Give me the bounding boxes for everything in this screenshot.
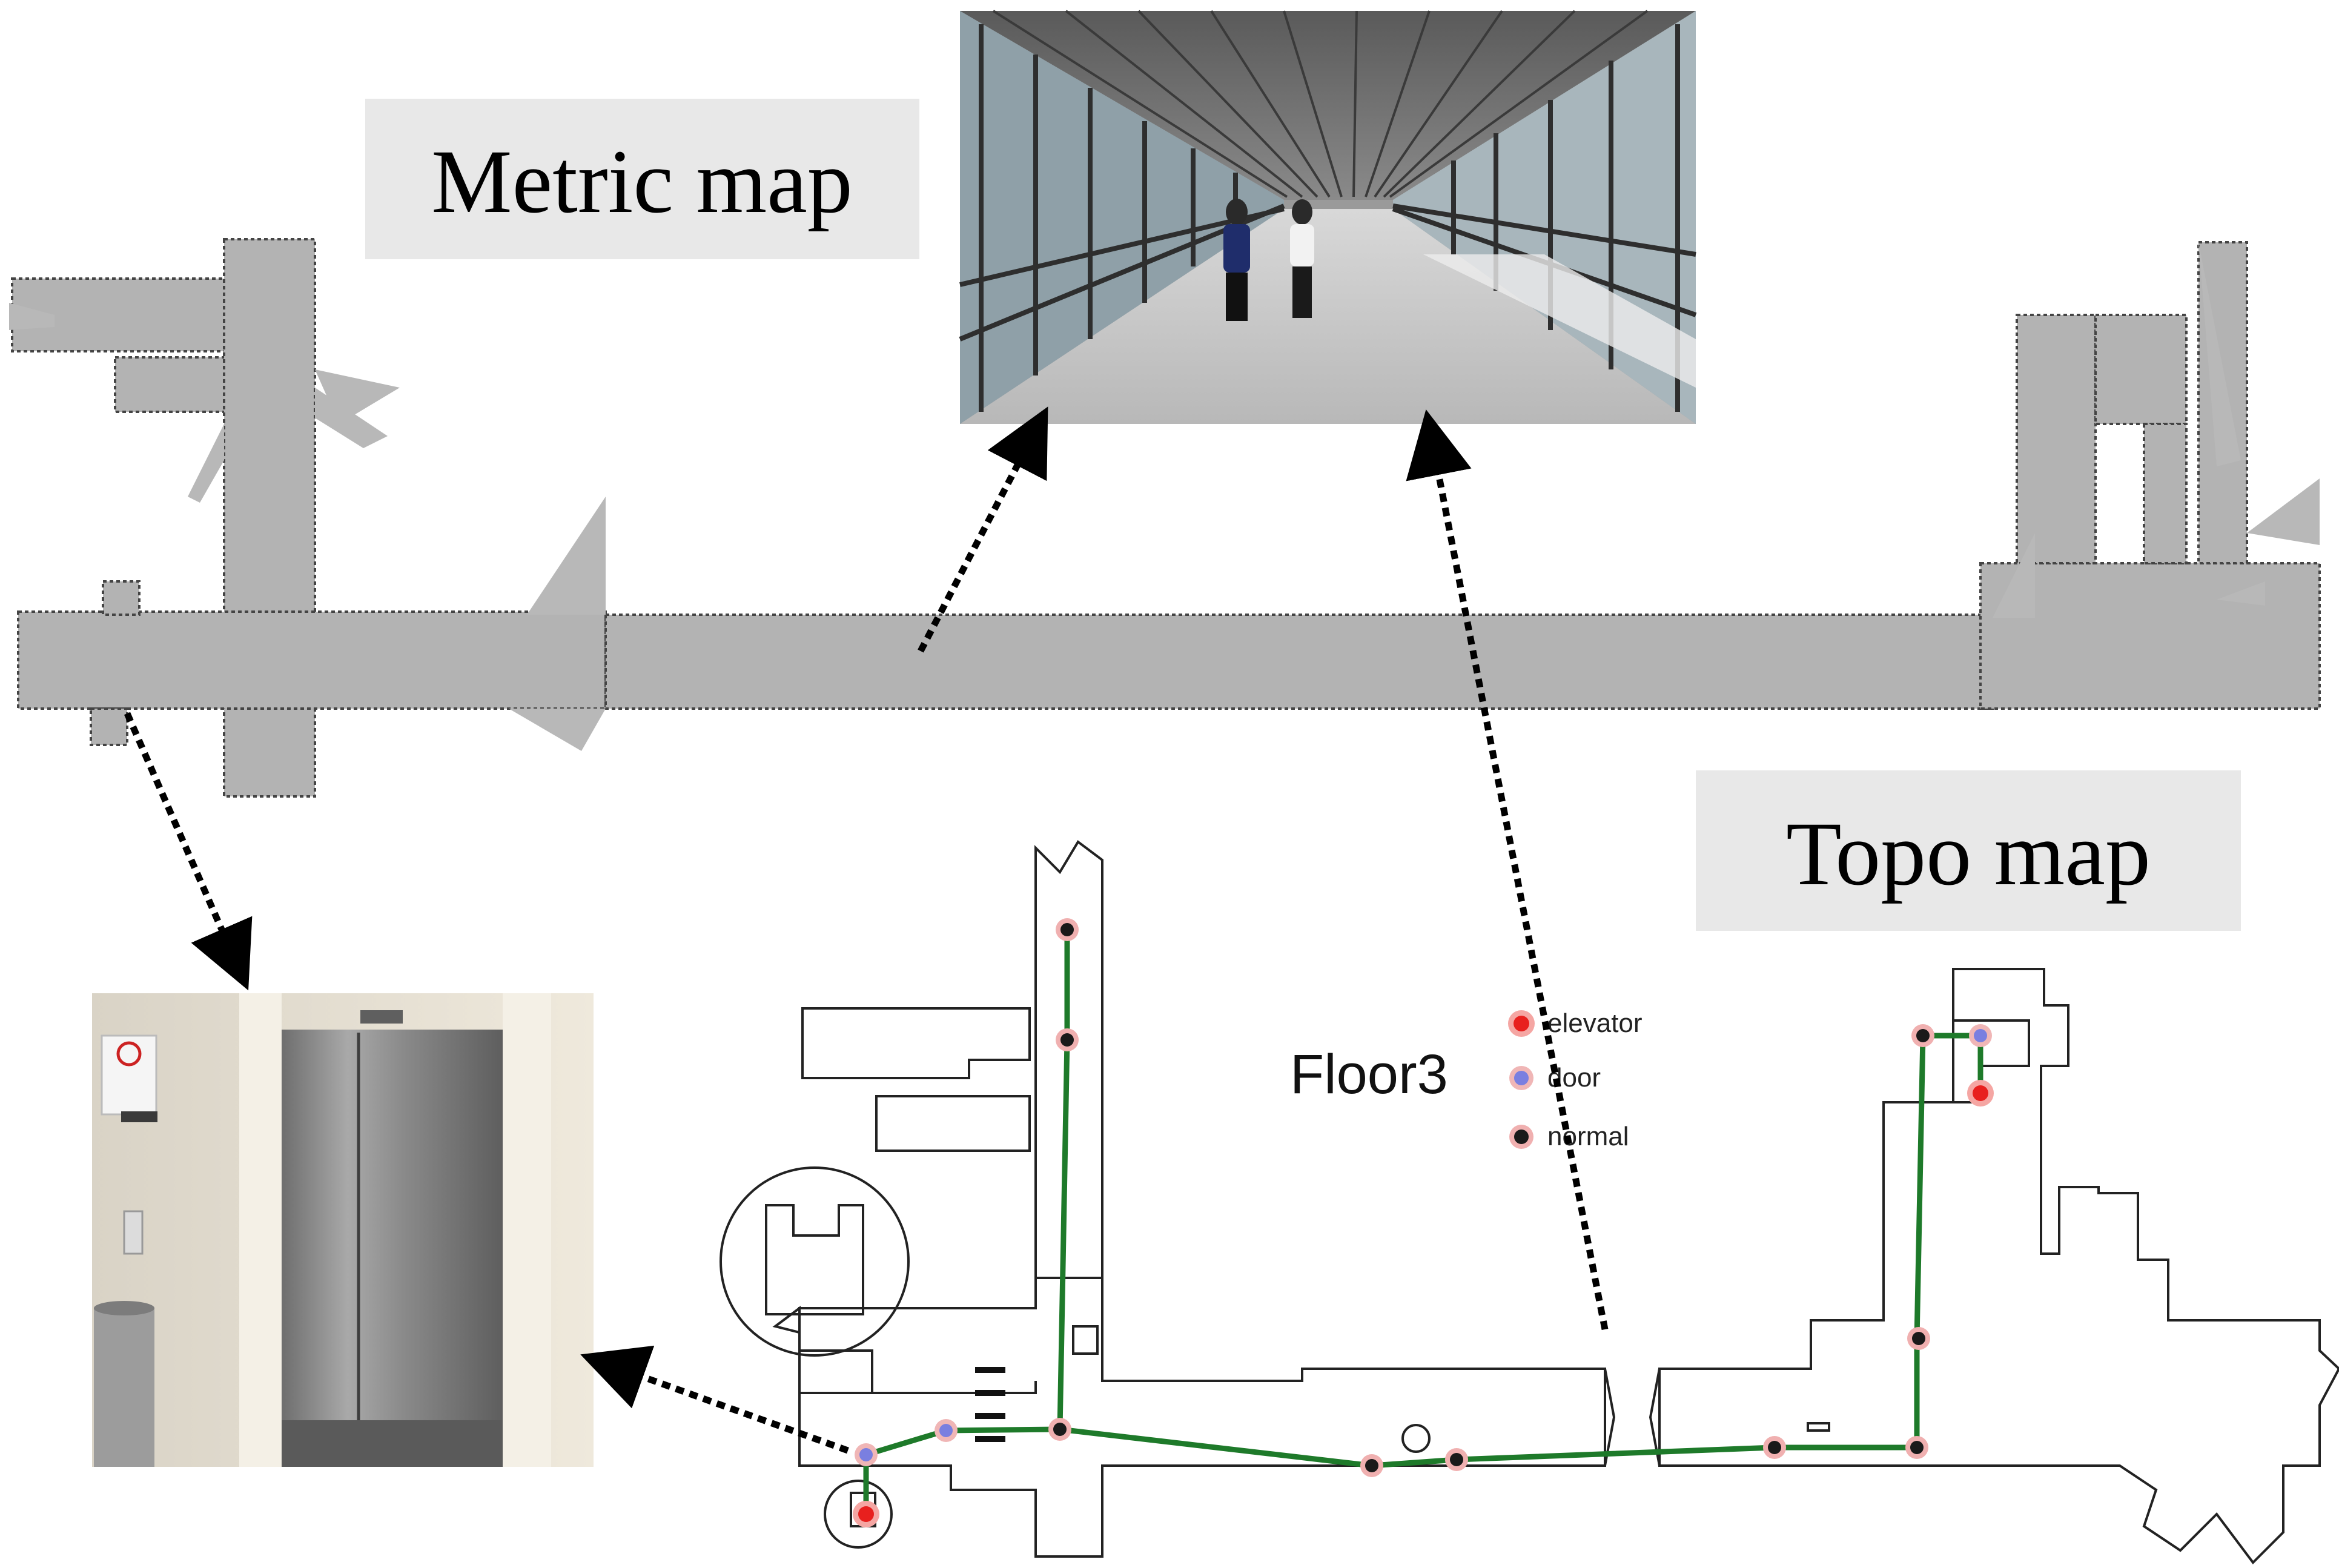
corridor-ceiling xyxy=(960,11,1696,200)
arrow-topo-to-corridor xyxy=(1406,409,1609,1331)
legend-elevator-label: elevator xyxy=(1547,1008,1643,1038)
corridor-sunlight xyxy=(1423,254,1696,388)
topo-room-2 xyxy=(875,1095,1031,1152)
node-normal xyxy=(1911,1024,1934,1047)
no-smoking-icon xyxy=(116,1041,142,1067)
no-smoking-sign xyxy=(101,1034,157,1116)
streak xyxy=(2217,581,2265,606)
elevator-doors xyxy=(282,1030,503,1423)
metric-right-vertical xyxy=(2016,314,2097,564)
path-upper xyxy=(1057,930,1070,1430)
metric-map-title-box xyxy=(365,99,919,259)
metric-right-room xyxy=(2143,423,2188,564)
metric-elevator-nook xyxy=(90,707,128,746)
elevator-indicator xyxy=(360,1010,403,1024)
node-door xyxy=(855,1443,878,1466)
streak xyxy=(2198,242,2241,466)
trash-bin xyxy=(94,1308,154,1467)
streak xyxy=(315,388,388,448)
path-main xyxy=(863,1033,1983,1514)
streak xyxy=(527,497,606,615)
node-elevator xyxy=(1967,1080,1994,1107)
topo-stairs xyxy=(975,1367,1005,1442)
node-normal xyxy=(1763,1436,1786,1459)
corridor-floor xyxy=(960,209,1696,424)
topo-gap-left xyxy=(1604,1368,1616,1466)
topo-nodes xyxy=(853,918,1994,1527)
legend: elevator door normal xyxy=(1508,1008,1643,1151)
topo-upper-corridor xyxy=(1034,840,1103,1278)
pedestrian-1 xyxy=(1223,199,1250,321)
topo-map-title: Topo map xyxy=(1786,804,2151,904)
elevator-pillar-right xyxy=(503,993,551,1467)
node-normal xyxy=(1056,918,1079,941)
elevator-photo xyxy=(92,993,594,1467)
topo-small-room xyxy=(1072,1325,1099,1355)
topo-elevator-circle xyxy=(824,1480,893,1549)
legend-normal-dot xyxy=(1514,1130,1529,1144)
streak xyxy=(188,424,224,503)
legend-item-normal: normal xyxy=(1509,1122,1629,1151)
topo-right-wing xyxy=(1658,968,2339,1565)
node-normal xyxy=(1445,1448,1468,1471)
node-normal xyxy=(1360,1454,1383,1477)
call-button-panel xyxy=(123,1210,144,1255)
corridor-ceiling-slats xyxy=(992,10,1649,198)
metric-right-room-top xyxy=(2094,314,2188,425)
streak xyxy=(9,303,55,330)
arrows xyxy=(124,406,1609,1454)
floor-label: Floor3 xyxy=(1290,1044,1448,1105)
topo-room-1 xyxy=(801,1007,1031,1079)
node-door xyxy=(935,1419,958,1442)
corridor-photo xyxy=(959,10,1697,424)
legend-door-dot xyxy=(1514,1071,1529,1085)
corridor-left-windows xyxy=(960,11,1284,424)
streak xyxy=(2247,478,2320,545)
topo-zoom-room xyxy=(765,1204,864,1315)
arrow-topo-to-elevator xyxy=(580,1345,849,1454)
streak xyxy=(1993,533,2035,618)
metric-laser-streaks xyxy=(9,242,2320,751)
elevator-pillar-left xyxy=(239,993,282,1467)
node-door xyxy=(1969,1024,1992,1047)
legend-item-elevator: elevator xyxy=(1508,1008,1643,1038)
pedestrian-2 xyxy=(1290,199,1314,318)
metric-map-title: Metric map xyxy=(431,131,853,232)
sign-plate xyxy=(121,1111,157,1122)
node-elevator xyxy=(853,1501,879,1527)
legend-elevator-dot xyxy=(1514,1016,1529,1031)
metric-skybridge xyxy=(604,614,1994,710)
topo-zoom-circle xyxy=(720,1166,910,1357)
node-normal xyxy=(1056,1028,1079,1051)
metric-left-wing xyxy=(17,610,607,710)
node-normal xyxy=(1048,1418,1071,1441)
metric-vertical-corridor xyxy=(223,238,316,798)
topo-map-title-box xyxy=(1696,770,2241,931)
streak xyxy=(509,709,606,751)
metric-nook-2 xyxy=(102,580,141,616)
node-normal xyxy=(1905,1436,1928,1459)
topo-right-feature xyxy=(1807,1422,1830,1432)
legend-normal-label: normal xyxy=(1547,1122,1629,1151)
trash-bin-lid xyxy=(94,1301,154,1315)
topo-left-wing xyxy=(798,1277,1606,1558)
arrow-metric-to-corridor xyxy=(918,406,1048,653)
node-normal xyxy=(1907,1327,1930,1350)
corridor-mullions-right xyxy=(1392,24,1697,412)
elevator-floor-sill xyxy=(282,1420,503,1467)
topo-left-block xyxy=(772,1306,1037,1394)
topo-pillar xyxy=(1401,1424,1431,1453)
arrow-metric-to-elevator xyxy=(124,712,253,991)
